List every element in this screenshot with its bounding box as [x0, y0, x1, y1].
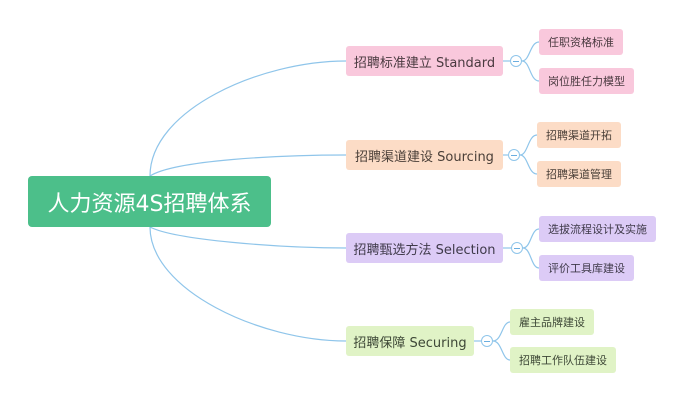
leaf-standard-1[interactable]: 任职资格标准 [539, 29, 623, 55]
leaf-selection-2[interactable]: 评价工具库建设 [539, 255, 634, 281]
connector-root-standard [149, 60, 347, 177]
leaf-sourcing-1-label: 招聘渠道开拓 [546, 129, 612, 142]
leaf-selection-1-label: 选拔流程设计及实施 [548, 223, 647, 236]
root-node-label: 人力资源4S招聘体系 [47, 191, 252, 217]
collapse-securing-button[interactable] [481, 335, 493, 347]
root-node[interactable]: 人力资源4S招聘体系 [28, 176, 271, 227]
connector-standard-leaf-2 [521, 60, 540, 82]
leaf-standard-1-label: 任职资格标准 [548, 36, 614, 49]
collapse-sourcing-button[interactable] [508, 149, 520, 161]
connector-selection-leaf-1 [522, 228, 540, 249]
leaf-securing-2-label: 招聘工作队伍建设 [519, 354, 607, 367]
leaf-selection-2-label: 评价工具库建设 [548, 262, 625, 275]
branch-standard-label: 招聘标准建立 Standard [353, 55, 496, 71]
branch-sourcing[interactable]: 招聘渠道建设 Sourcing [346, 140, 503, 170]
collapse-standard-button[interactable] [510, 55, 522, 67]
connector-sourcing-leaf-2 [519, 154, 538, 175]
connector-root-securing [149, 226, 347, 342]
leaf-securing-2[interactable]: 招聘工作队伍建设 [510, 347, 616, 373]
leaf-standard-2-label: 岗位胜任力模型 [548, 75, 625, 88]
branch-selection[interactable]: 招聘甄选方法 Selection [346, 233, 503, 263]
leaf-standard-2[interactable]: 岗位胜任力模型 [539, 68, 634, 94]
connector-selection-leaf-2 [522, 247, 540, 269]
leaf-securing-1[interactable]: 雇主品牌建设 [510, 309, 594, 335]
leaf-securing-1-label: 雇主品牌建设 [519, 316, 585, 329]
branch-securing[interactable]: 招聘保障 Securing [346, 326, 474, 356]
branch-standard[interactable]: 招聘标准建立 Standard [346, 46, 503, 76]
connector-root-sourcing [149, 154, 347, 177]
connector-standard-leaf-1 [521, 41, 540, 62]
leaf-sourcing-1[interactable]: 招聘渠道开拓 [537, 122, 621, 148]
connector-root-selection [149, 226, 347, 249]
branch-sourcing-label: 招聘渠道建设 Sourcing [355, 149, 494, 165]
branch-selection-label: 招聘甄选方法 Selection [353, 242, 496, 258]
leaf-sourcing-2-label: 招聘渠道管理 [546, 168, 612, 181]
connector-securing-leaf-1 [492, 321, 511, 342]
leaf-selection-1[interactable]: 选拔流程设计及实施 [539, 216, 656, 242]
connector-sourcing-leaf-1 [519, 134, 538, 156]
branch-securing-label: 招聘保障 Securing [353, 335, 467, 351]
connector-securing-leaf-2 [492, 340, 511, 361]
collapse-selection-button[interactable] [511, 242, 523, 254]
leaf-sourcing-2[interactable]: 招聘渠道管理 [537, 161, 621, 187]
